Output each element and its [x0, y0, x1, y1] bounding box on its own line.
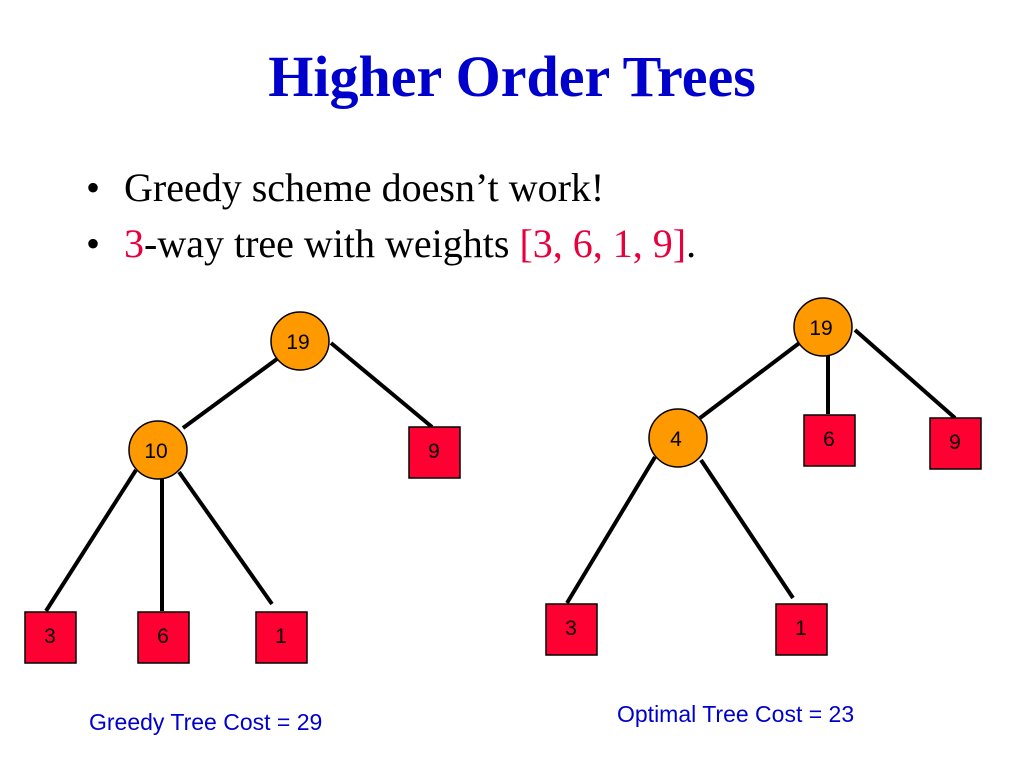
- greedy-root-node: [270, 311, 330, 371]
- bullet-marker: •: [86, 221, 101, 266]
- edge-internal-leaf-1: [699, 458, 795, 600]
- optimal-internal-node: [648, 408, 708, 468]
- greedy-internal-label: 10: [144, 440, 167, 463]
- greedy-leaf-9-label: 9: [428, 440, 440, 463]
- edge-root-internal: [698, 339, 804, 420]
- greedy-leaf-3-label: 3: [44, 625, 56, 648]
- optimal-leaf-1-label: 1: [795, 617, 807, 640]
- greedy-leaf-3: [24, 611, 77, 664]
- edge-internal-leaf-3: [565, 455, 657, 605]
- optimal-tree-edges: [565, 328, 957, 605]
- greedy-internal-node: [128, 420, 188, 480]
- weights-list: [3, 6, 1, 9]: [519, 221, 687, 266]
- optimal-leaf-6: [803, 414, 856, 467]
- optimal-root-label: 19: [809, 317, 832, 340]
- edge-internal-leaf-1: [177, 470, 274, 606]
- optimal-leaf-1: [775, 603, 828, 656]
- greedy-root-label: 19: [286, 331, 309, 354]
- greedy-tree-edges: [44, 341, 434, 613]
- greedy-tree-nodes: 19 10 9 3 6 1: [24, 311, 461, 664]
- bullet-text: -way tree with weights: [144, 221, 520, 266]
- bullet-item-greedy: • Greedy scheme doesn’t work!: [86, 160, 696, 216]
- optimal-cost-caption: Optimal Tree Cost = 23: [617, 701, 855, 727]
- optimal-internal-label: 4: [670, 428, 682, 451]
- bullet-marker: •: [86, 165, 101, 210]
- bullet-period: .: [686, 221, 697, 266]
- greedy-leaf-1: [255, 611, 308, 664]
- optimal-tree-nodes: 19 4 6 9 3 1: [545, 297, 982, 656]
- way-number: 3: [124, 221, 144, 266]
- edge-root-leaf-9: [329, 341, 434, 429]
- optimal-leaf-9: [929, 417, 982, 470]
- bullet-list: • Greedy scheme doesn’t work! • 3-way tree…: [86, 160, 696, 272]
- edge-internal-leaf-3: [44, 468, 138, 613]
- optimal-root-node: [793, 297, 853, 357]
- bullet-text: Greedy scheme doesn’t work!: [124, 165, 605, 210]
- optimal-leaf-3: [545, 603, 598, 656]
- bullet-item-weights: • 3-way tree with weights [3, 6, 1, 9].: [86, 216, 696, 272]
- greedy-leaf-6: [137, 611, 190, 664]
- greedy-leaf-9: [408, 426, 461, 479]
- greedy-cost-caption: Greedy Tree Cost = 29: [89, 709, 323, 735]
- optimal-leaf-3-label: 3: [565, 617, 577, 640]
- greedy-leaf-6-label: 6: [157, 625, 169, 648]
- slide-title: Higher Order Trees: [268, 44, 756, 109]
- optimal-leaf-6-label: 6: [823, 428, 835, 451]
- optimal-leaf-9-label: 9: [949, 431, 961, 454]
- greedy-leaf-1-label: 1: [275, 625, 287, 648]
- edge-root-leaf-9: [853, 328, 957, 420]
- edge-root-internal: [181, 357, 279, 430]
